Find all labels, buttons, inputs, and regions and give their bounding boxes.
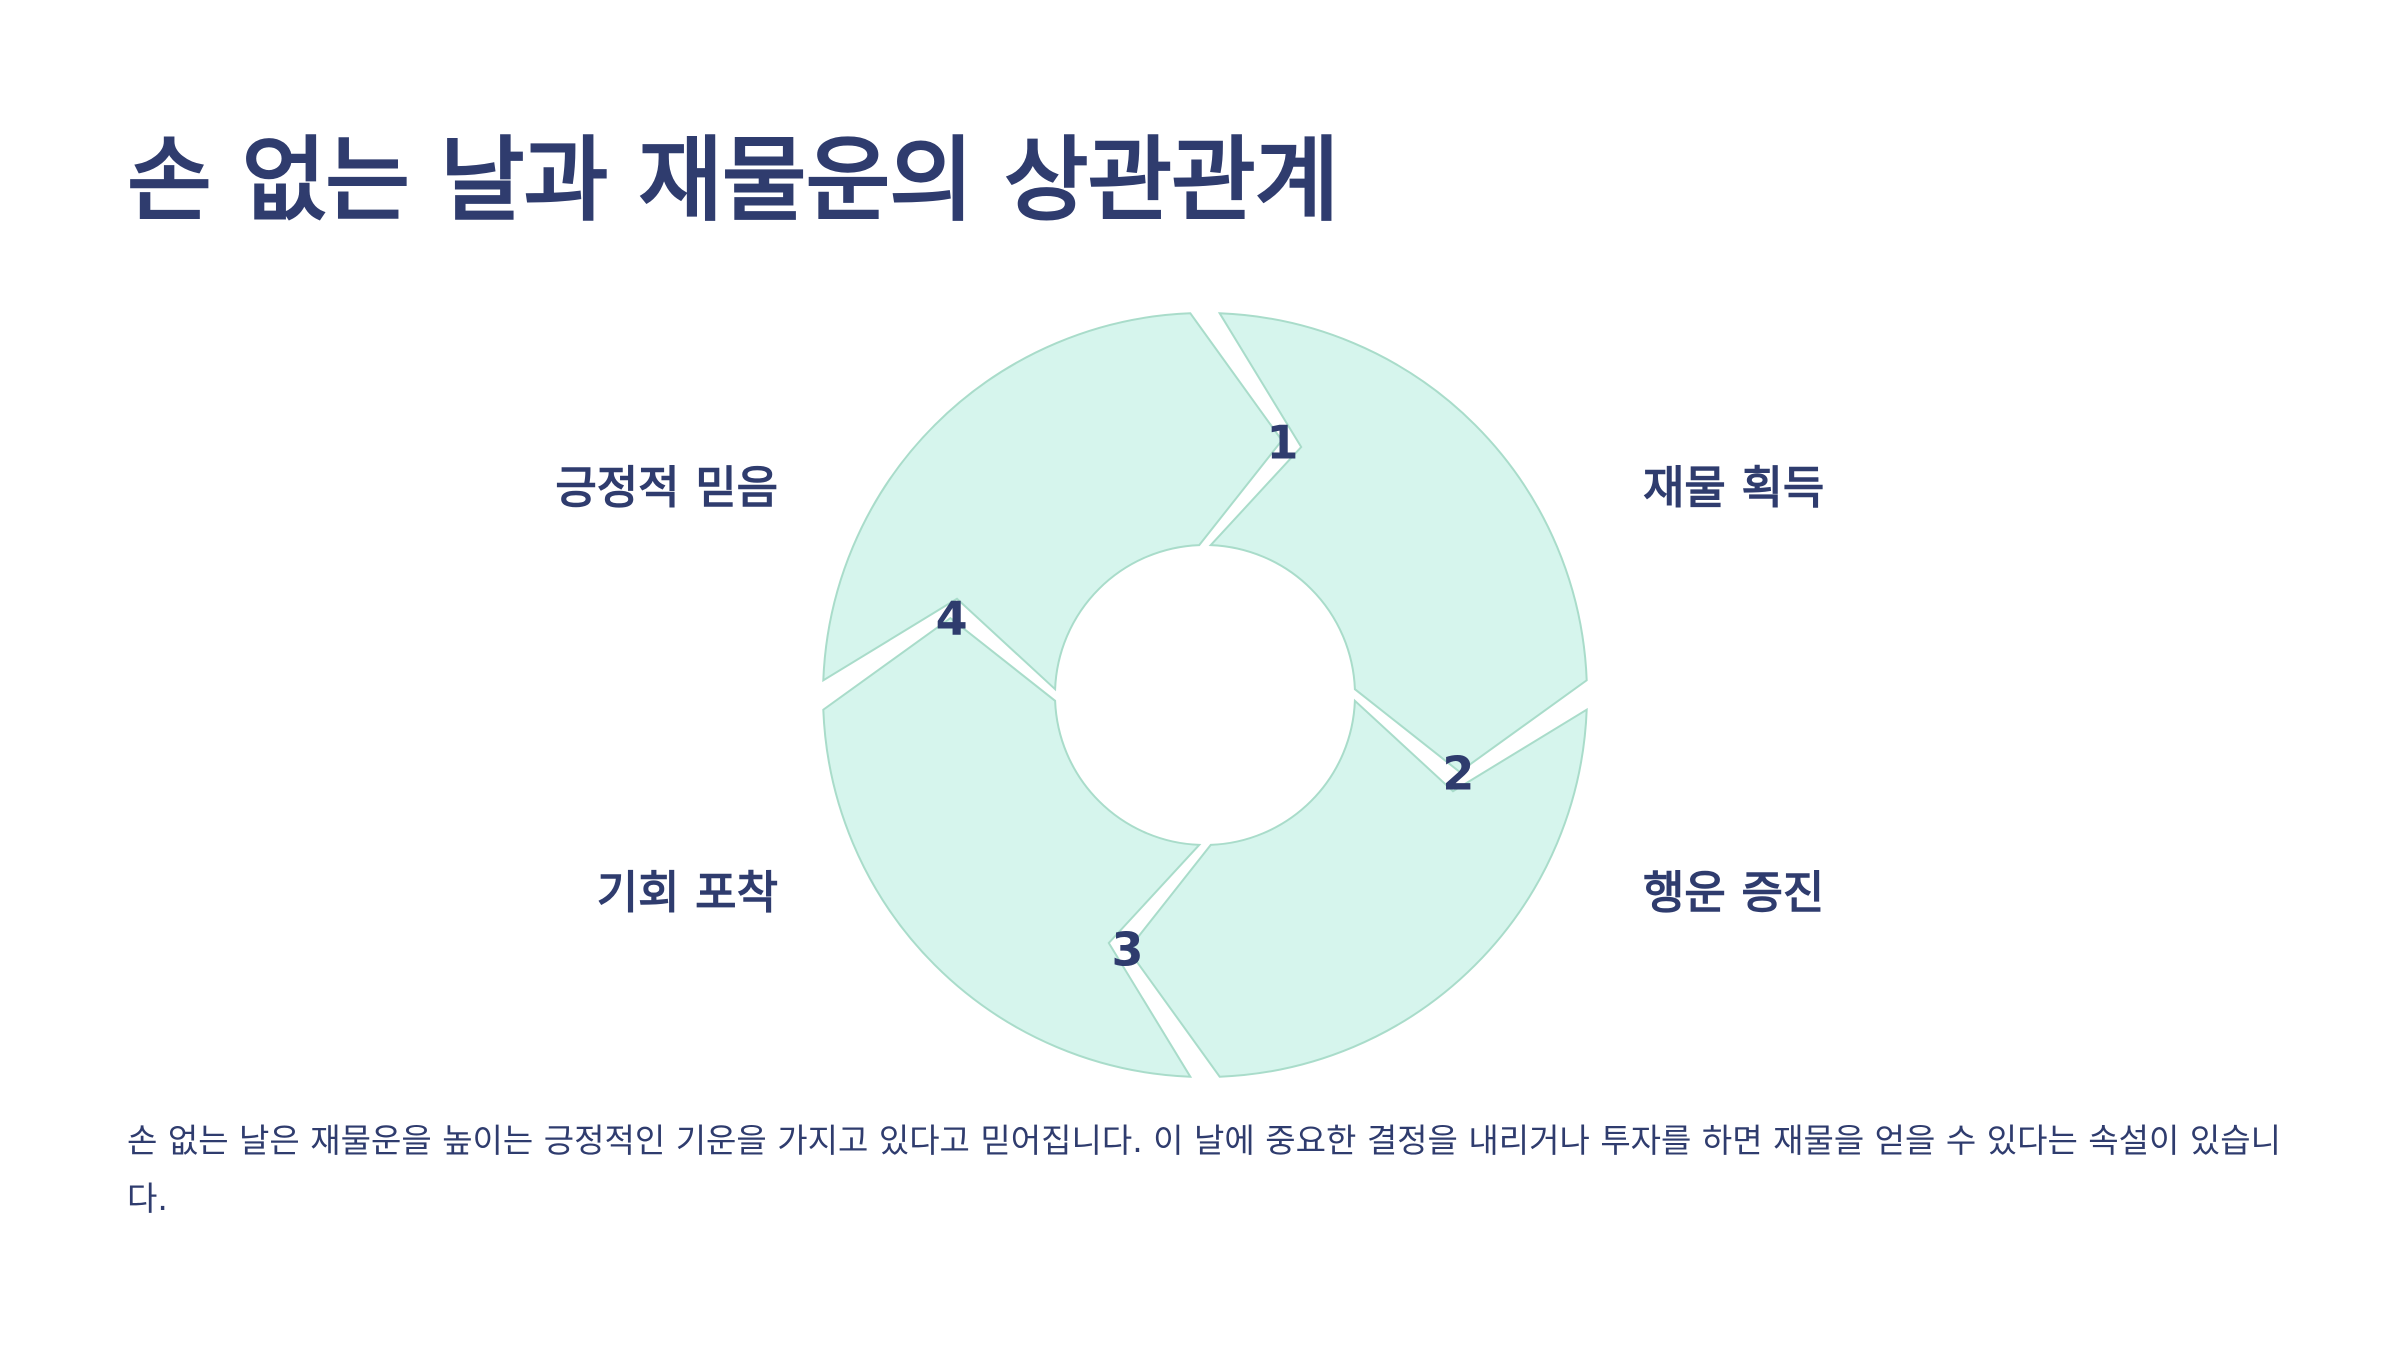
cycle-segment-1: [1208, 312, 1588, 774]
segment-number-4: 4: [936, 592, 968, 646]
segment-label-4: 기회 포착: [596, 866, 778, 919]
page-title: 손 없는 날과 재물운의 상관관계: [127, 127, 1339, 234]
segment-number-3: 3: [1111, 922, 1143, 976]
segment-number-1: 1: [1266, 416, 1298, 470]
segment-label-3: 행운 증진: [1643, 866, 1825, 919]
segment-number-2: 2: [1442, 747, 1474, 801]
description-text: 손 없는 날은 재물운을 높이는 긍정적인 기운을 가지고 있다고 믿어집니다.…: [127, 1121, 2281, 1218]
cycle-segment-4: [822, 312, 1284, 692]
segment-label-1: 긍정적 믿음: [555, 461, 778, 514]
cycle-segment-3: [822, 616, 1202, 1078]
segment-label-2: 재물 획득: [1643, 461, 1825, 514]
cycle-segment-2: [1126, 698, 1588, 1078]
